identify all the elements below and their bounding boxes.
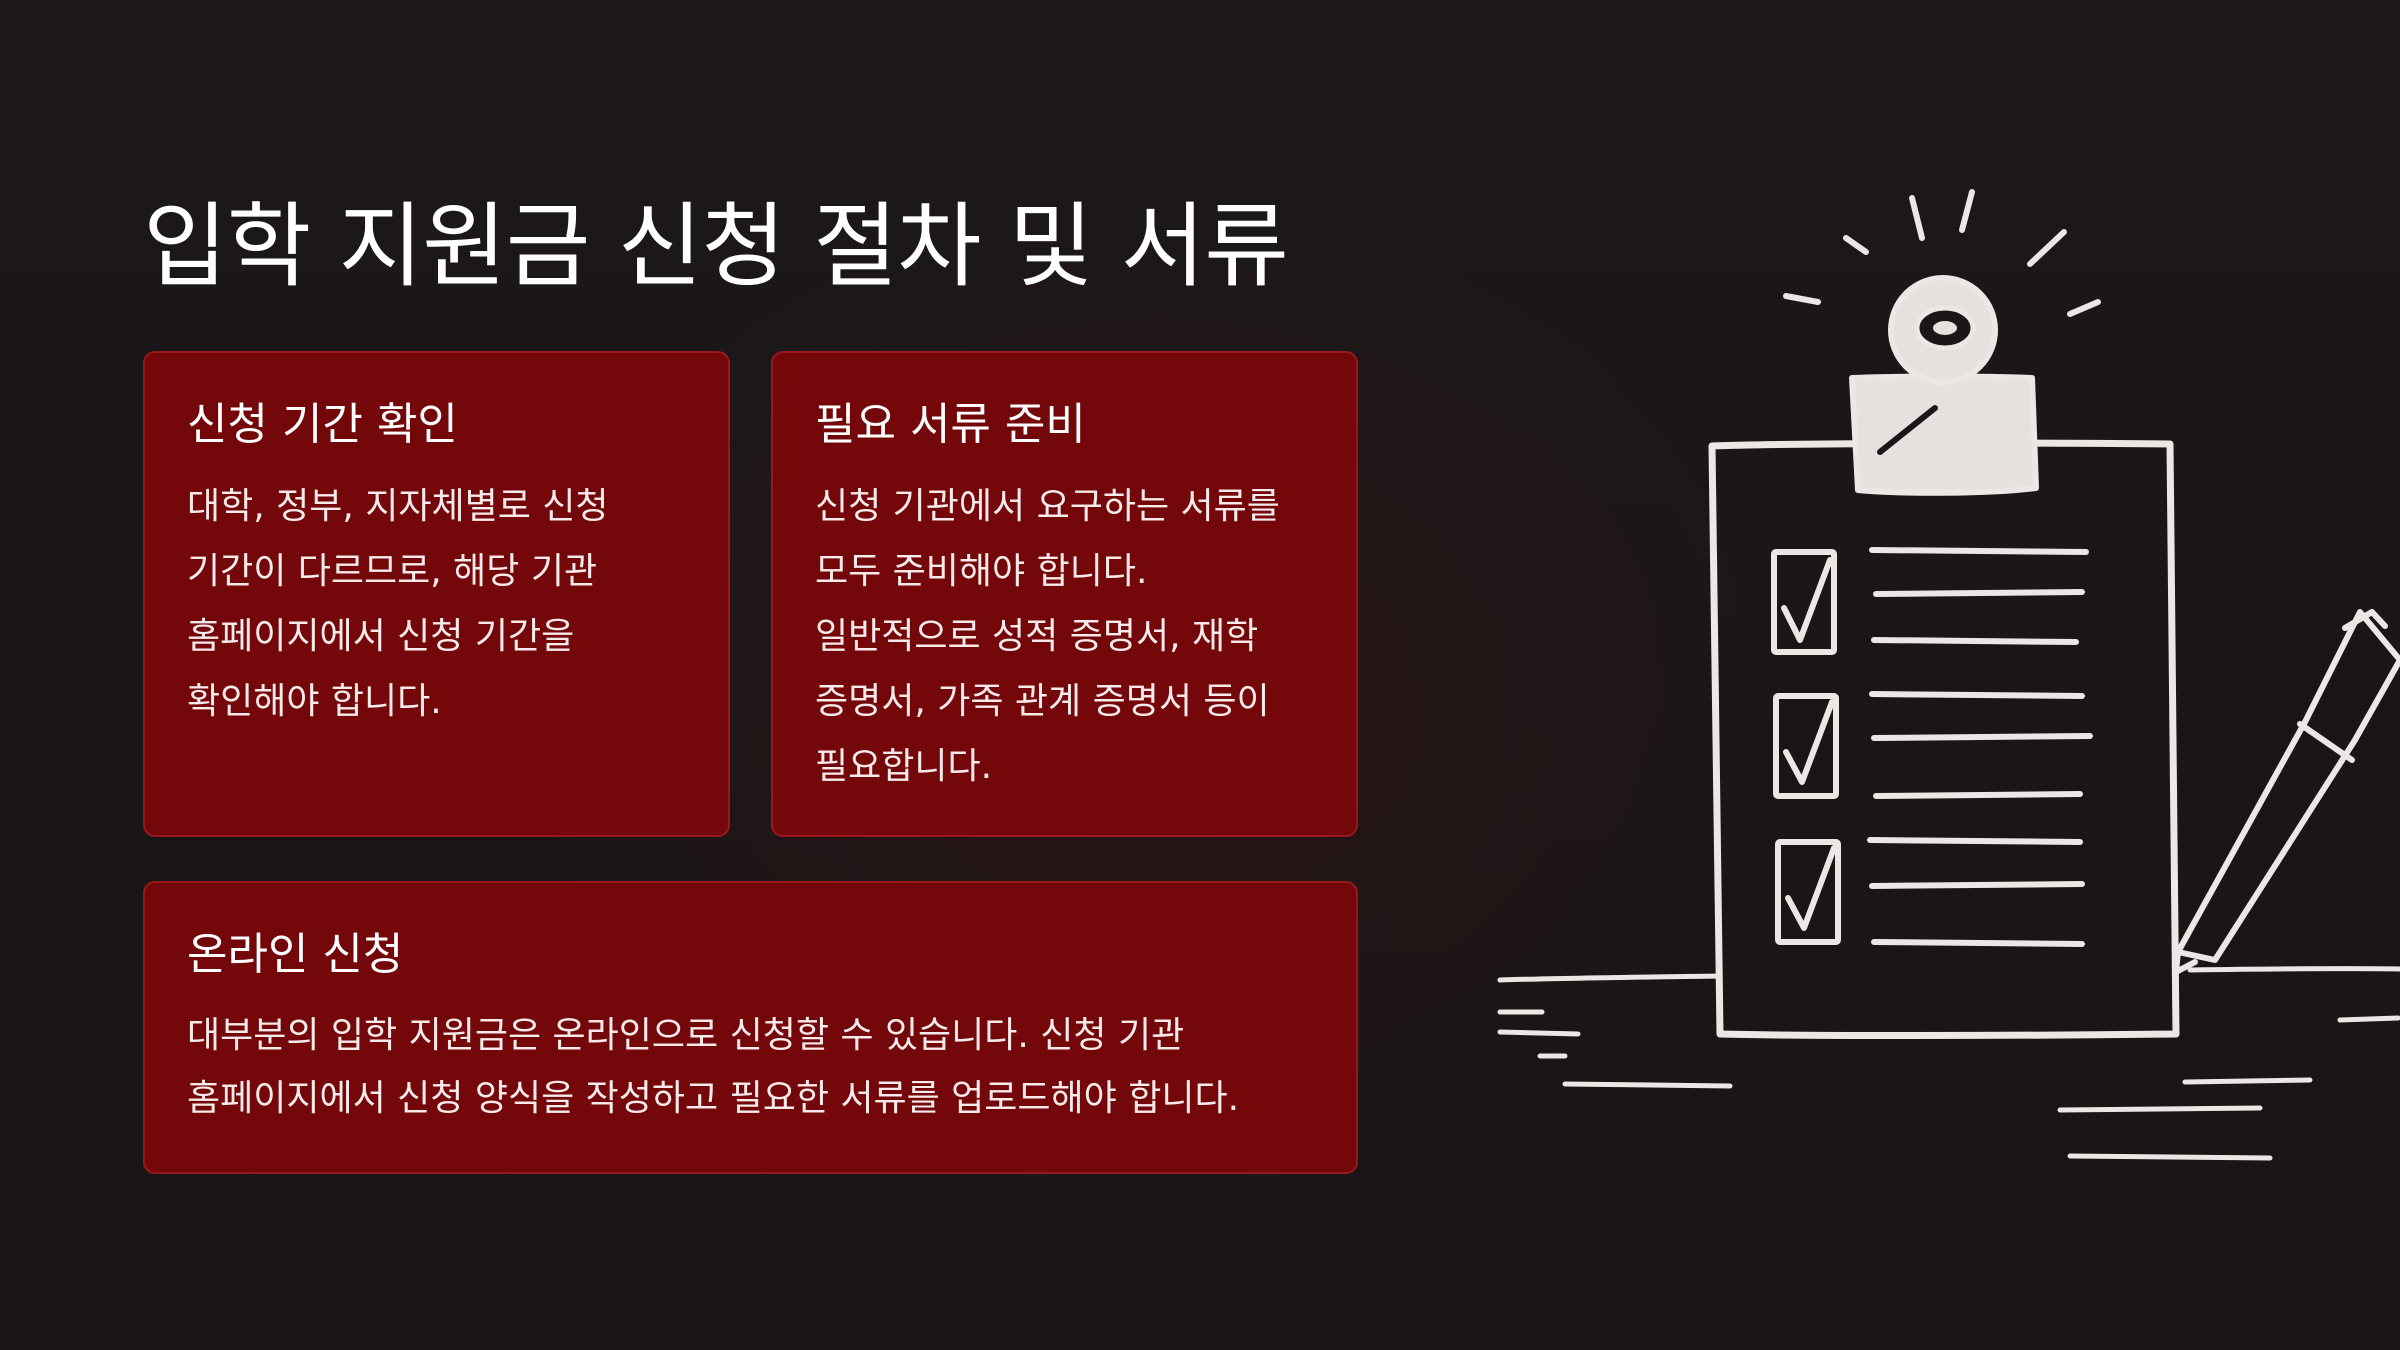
card-body: 대학, 정부, 지자체별로 신청 기간이 다르므로, 해당 기관 홈페이지에서 … [187,485,609,722]
checkbox-3 [1775,839,1841,945]
card-heading: 온라인 신청 [187,929,404,980]
checkbox-1 [1771,549,1837,655]
ground-lines [1497,966,2400,1161]
checklist [1771,547,2093,947]
card-heading: 신청 기간 확인 [187,399,458,450]
card-online-application: 온라인 신청 대부분의 입학 지원금은 온라인으로 신청할 수 있습니다. 신청… [143,881,1358,1174]
card-required-documents: 필요 서류 준비 신청 기관에서 요구하는 서류를 모두 준비해야 합니다. 일… [771,351,1358,837]
checkmark-icon [1781,557,1833,643]
card-application-period: 신청 기간 확인 대학, 정부, 지자체별로 신청 기간이 다르므로, 해당 기… [143,351,730,837]
card-heading: 필요 서류 준비 [815,399,1086,450]
card-body: 대부분의 입학 지원금은 온라인으로 신청할 수 있습니다. 신청 기관 홈페이… [187,1014,1240,1119]
slide-title: 입학 지원금 신청 절차 및 서류 [143,193,1289,300]
sparkle-lines [1783,189,2101,317]
card-body: 신청 기관에서 요구하는 서류를 모두 준비해야 합니다. 일반적으로 성적 증… [815,485,1280,787]
checkbox-2 [1773,693,1839,799]
checkmark-icon [1783,699,1835,785]
checkmark-icon [1785,845,1837,931]
pen-icon [2173,609,2400,975]
clipboard-checklist-icon [1497,189,2400,1161]
clipboard-clip [1849,275,2039,496]
clipboard-board [1708,439,2180,1039]
